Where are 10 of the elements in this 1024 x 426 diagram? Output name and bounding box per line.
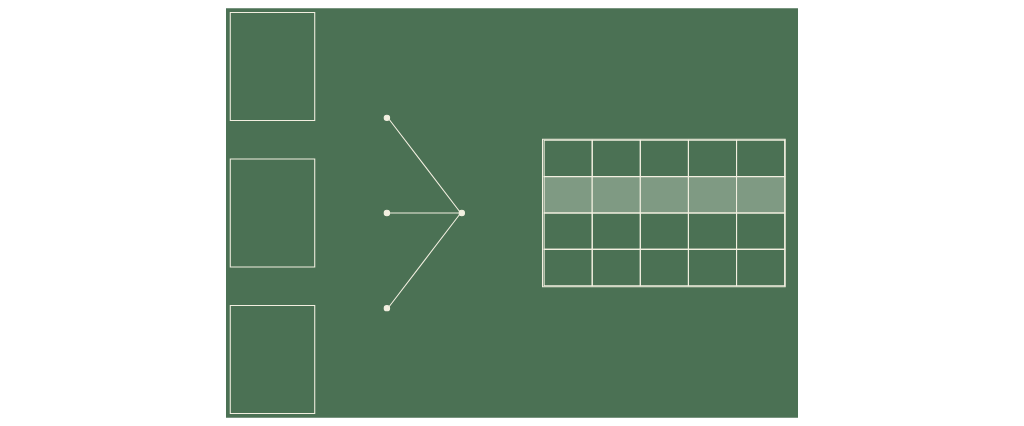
node-box (229, 12, 316, 122)
node-circle (383, 209, 391, 217)
node-box (229, 158, 316, 268)
node-circle (383, 114, 391, 122)
node-circle (383, 304, 391, 312)
node-circle (458, 209, 465, 217)
connector (389, 212, 460, 214)
node-box (229, 304, 316, 414)
connector (388, 214, 460, 308)
connector (388, 118, 460, 212)
